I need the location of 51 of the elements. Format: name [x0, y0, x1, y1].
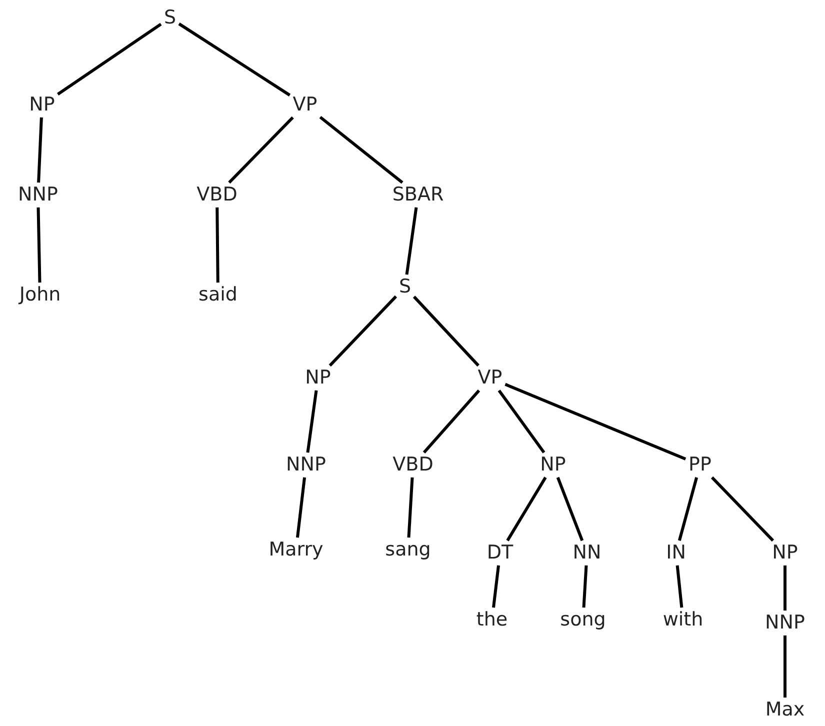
tree-branch [328, 295, 398, 367]
tree-branch [498, 390, 546, 454]
tree-label: VP [290, 92, 320, 118]
tree-branch [296, 477, 306, 538]
tree-branch [422, 389, 480, 454]
tree-branch [504, 382, 686, 460]
tree-branch [556, 476, 584, 542]
tree-label: NP [537, 452, 569, 478]
tree-branch [405, 207, 418, 275]
tree-label: said [196, 282, 240, 308]
tree-branch [216, 207, 220, 283]
tree-label: NP [26, 92, 58, 118]
tree-label: the [473, 608, 511, 632]
tree-label: Max [762, 698, 808, 722]
tree-label: NNP [762, 610, 808, 636]
tree-label: sang [382, 538, 434, 562]
tree-label: VBD [390, 452, 436, 478]
tree-branch [37, 117, 43, 183]
tree-label: S [160, 6, 180, 30]
tree-branch [407, 477, 414, 538]
tree-label: NP [302, 366, 334, 390]
tree-label: S [396, 274, 414, 300]
tree-label: song [557, 608, 609, 632]
tree-label: IN [663, 540, 689, 566]
tree-label: with [660, 608, 706, 632]
tree-branch [36, 207, 42, 283]
tree-label: DT [484, 540, 516, 566]
tree-branch [492, 565, 500, 608]
tree-label: PP [686, 452, 714, 478]
tree-branch [678, 477, 698, 541]
tree-label: VBD [194, 182, 240, 208]
tree-label: SBAR [389, 182, 447, 208]
tree-label: VP [474, 366, 506, 390]
tree-branch [676, 565, 684, 608]
tree-label: NNP [15, 182, 61, 208]
tree-label: NNP [283, 452, 329, 478]
tree-branch [412, 296, 480, 367]
tree-label: NN [570, 540, 604, 566]
tree-branch [319, 116, 404, 184]
tree-branch [582, 565, 588, 608]
tree-branch [306, 390, 318, 453]
tree-branch [784, 565, 786, 611]
tree-branch [784, 635, 786, 698]
tree-label: NP [769, 540, 801, 566]
tree-branch [57, 22, 162, 96]
tree-branch [178, 22, 291, 96]
tree-label: John [16, 282, 64, 308]
tree-branch [228, 116, 294, 184]
tree-branch [710, 476, 774, 542]
tree-branch [506, 476, 547, 542]
tree-label: Marry [266, 538, 326, 562]
